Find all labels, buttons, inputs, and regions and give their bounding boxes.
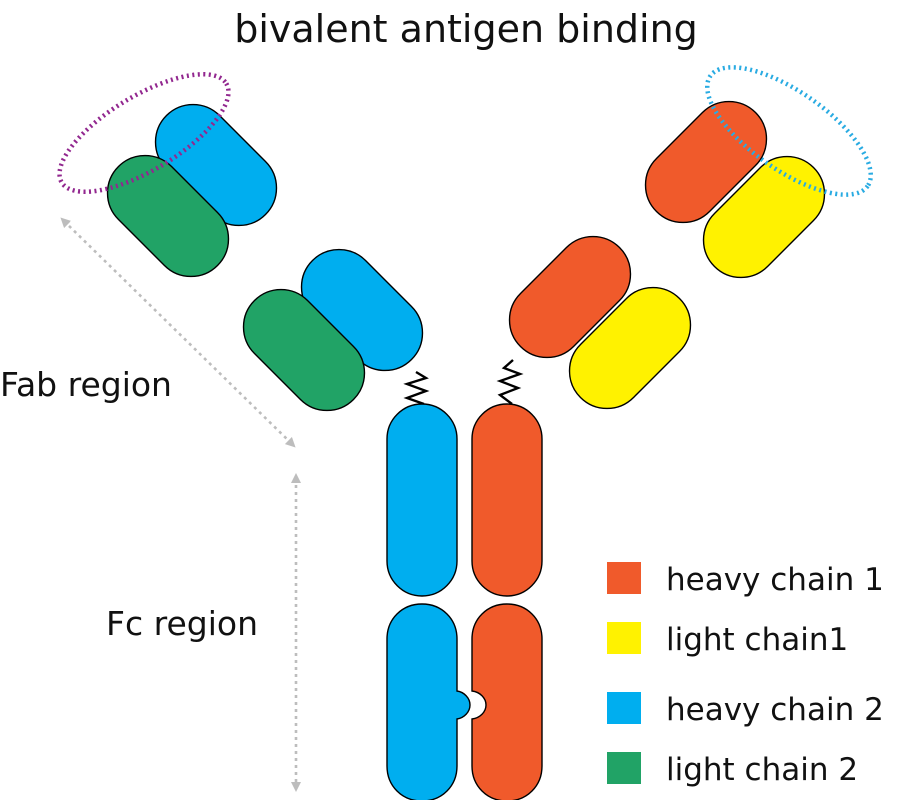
legend-label-heavy-chain-2: heavy chain 2 [666, 692, 884, 728]
legend-swatch-light-chain-1 [607, 622, 641, 654]
legend-label-light-chain-1: light chain1 [666, 622, 848, 658]
heavy-chain-2-fc-lower [386, 603, 471, 800]
light-chain-1-variable-domain [702, 155, 826, 279]
diagram-title: bivalent antigen binding [234, 7, 698, 51]
heavy-chain-1-fc-upper [471, 403, 543, 597]
fc-region-label: Fc region [106, 604, 258, 643]
heavy-chain-2-fc-upper [386, 403, 458, 597]
legend-label-heavy-chain-1: heavy chain 1 [666, 562, 884, 598]
legend-label-light-chain-2: light chain 2 [666, 752, 858, 788]
fab-arm-right [508, 100, 826, 410]
fc-stem [386, 403, 543, 800]
hinge-right [496, 359, 524, 405]
fab-region-label: Fab region [0, 365, 172, 404]
binding-site-right-outline [704, 65, 874, 197]
heavy-chain-1-constant-domain [508, 235, 632, 359]
hinge-left [403, 370, 430, 406]
legend-swatch-light-chain-2 [607, 752, 641, 784]
legend-swatch-heavy-chain-1 [607, 562, 641, 594]
heavy-chain-1-fc-lower [471, 603, 543, 800]
legend-swatch-heavy-chain-2 [607, 692, 641, 724]
heavy-chain-1-variable-domain [644, 100, 768, 224]
binding-site-left-outline [57, 72, 231, 194]
legend: heavy chain 1 light chain1 heavy chain 2… [607, 562, 884, 788]
light-chain-1-constant-domain [568, 286, 692, 410]
